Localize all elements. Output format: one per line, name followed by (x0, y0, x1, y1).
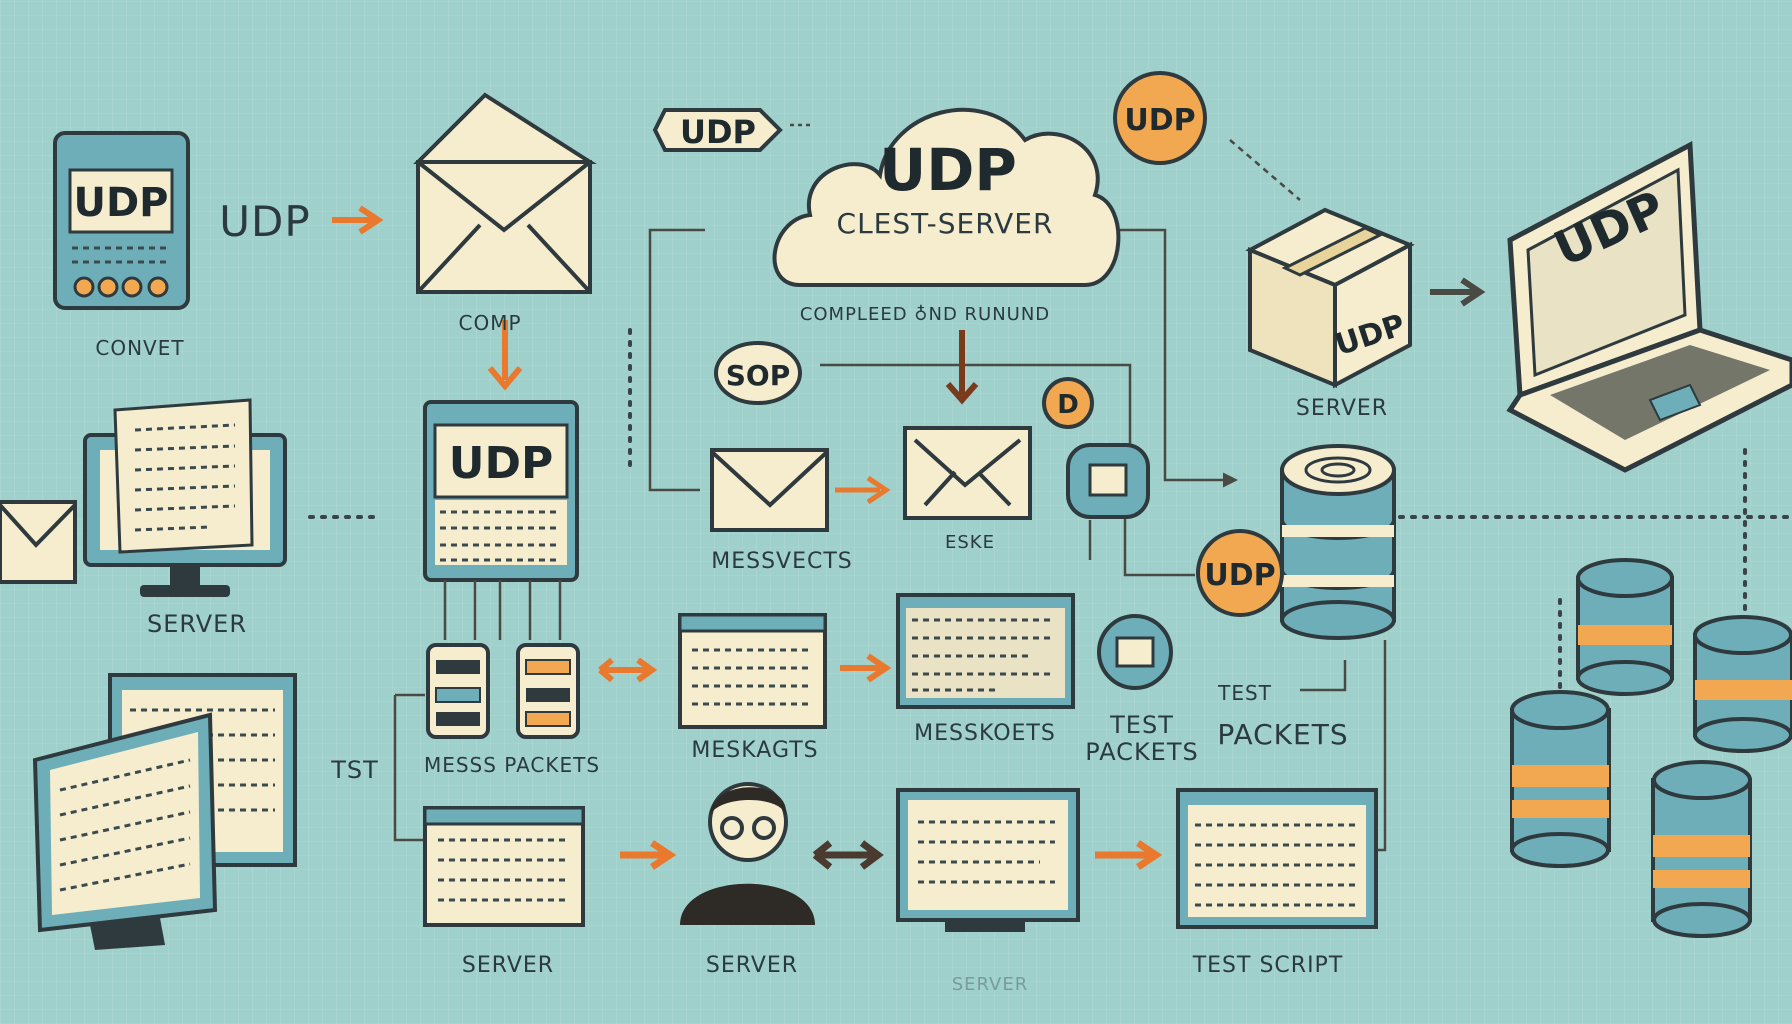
server-bottom-2: SERVER (706, 953, 798, 978)
database-icon (1651, 760, 1752, 938)
code-window (423, 806, 585, 927)
package-icon: UDP (1245, 207, 1415, 389)
monitor-icon (32, 712, 218, 950)
server-bottom-1: SERVER (462, 953, 554, 978)
meskagts-label: MESKAGTS (691, 738, 818, 763)
arrow-icon (620, 840, 677, 870)
udp-panel: UDP (423, 400, 579, 640)
laptop-icon: UDP (1506, 140, 1792, 473)
server-icon (516, 643, 580, 739)
udp-device-label: UDP (74, 180, 169, 226)
udp-tag-label: UDP (680, 113, 756, 151)
arrow-icon (812, 840, 884, 870)
server-icon (1066, 443, 1150, 519)
monitor-icon (83, 398, 287, 597)
server-box-label: SERVER (1296, 396, 1388, 421)
udp-badge: UDP (1113, 71, 1207, 165)
test-tag-label: TEST (1217, 681, 1272, 705)
messkoets-label: MESSKOETS (914, 721, 1056, 746)
cloud-udp-label: UDP (879, 136, 1017, 204)
udp-panel-label: UDP (449, 438, 554, 489)
udp-server-device: UDP (53, 131, 190, 310)
udp-badge-db-label: UDP (1204, 558, 1275, 593)
udp-badge-top-label: UDP (1124, 103, 1195, 138)
code-window (1176, 788, 1378, 929)
envelope-caption: COMP (458, 311, 521, 335)
eske-label: ESKE (945, 532, 995, 553)
sop-label: SOP (726, 359, 791, 392)
arrow-icon (945, 330, 979, 405)
mess-packets-label: MESSS PACKETS (424, 753, 600, 777)
sop-badge: SOP (714, 341, 802, 405)
packets-label: PACKETS (1217, 718, 1348, 751)
udp-badge: UDP (1196, 529, 1284, 617)
test-script-label: TEST SCRIPT (1192, 953, 1344, 978)
arrow-icon (598, 657, 658, 683)
envelope-icon (0, 500, 77, 584)
connector-lines (308, 123, 1792, 852)
cloud-icon: UDP CLEST-SERVER (772, 107, 1121, 287)
envelope-icon (903, 426, 1032, 520)
udp-tag: UDP (652, 108, 783, 152)
user-icon (680, 782, 815, 925)
test-packets-small-2: PACKETS (1085, 738, 1199, 766)
monitor-icon (896, 788, 1080, 932)
server-icon (426, 643, 490, 739)
code-window (678, 613, 827, 729)
database-icon (1576, 558, 1674, 696)
convert-label: CONVET (95, 336, 184, 360)
tst-label: TST (330, 756, 379, 784)
database-icon (1693, 615, 1792, 753)
server-bottom-3: SERVER (952, 974, 1029, 995)
udp-arrow-text: UDP (219, 197, 310, 246)
d-badge: D (1042, 377, 1094, 429)
arrow-icon (835, 475, 891, 505)
arrow-icon (332, 205, 384, 235)
messvects-label: MESSVECTS (711, 549, 853, 574)
arrow-icon (1430, 277, 1486, 307)
cloud-caption: COMPLEED ♁ND RUNUND (800, 304, 1050, 325)
d-badge-label: D (1057, 390, 1079, 420)
envelope-icon (413, 92, 597, 294)
code-window (896, 593, 1075, 709)
arrow-icon (1095, 840, 1163, 870)
cloud-sub-label: CLEST-SERVER (837, 207, 1054, 240)
envelope-icon (710, 448, 829, 532)
server-left-label: SERVER (147, 610, 247, 638)
arrow-icon (487, 320, 523, 391)
flow-arrows (332, 205, 1486, 870)
arrow-icon (840, 653, 892, 683)
package-icon (1097, 614, 1173, 690)
database-icon (1510, 690, 1611, 868)
test-packets-small-1: TEST (1109, 711, 1174, 739)
database-icon (1280, 444, 1396, 640)
